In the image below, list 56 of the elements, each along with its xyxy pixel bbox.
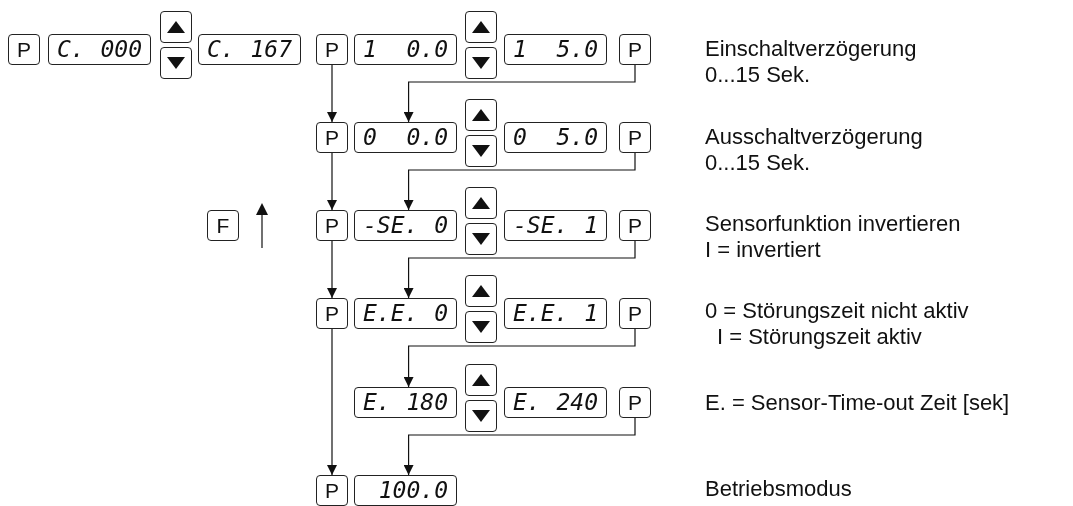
description-text: Betriebsmodus bbox=[705, 476, 852, 502]
display-readout: C. 000 bbox=[48, 34, 151, 65]
description-text: 0 = Störungszeit nicht aktiv bbox=[705, 298, 969, 324]
display-readout: E.E. 1 bbox=[504, 298, 607, 329]
arrow bbox=[403, 328, 636, 388]
up-arrow-key bbox=[465, 99, 497, 131]
arrow bbox=[403, 64, 636, 123]
up-arrow-key bbox=[465, 11, 497, 43]
display-readout: 100.0 bbox=[354, 475, 457, 506]
display-readout: 1 0.0 bbox=[354, 34, 457, 65]
key: P bbox=[316, 298, 348, 329]
down-arrow-key bbox=[465, 135, 497, 167]
description-text: Ausschaltverzögerung bbox=[705, 124, 923, 150]
down-arrow-key bbox=[465, 223, 497, 255]
key: F bbox=[207, 210, 239, 241]
description-text: I = Störungszeit aktiv bbox=[717, 324, 922, 350]
key: P bbox=[316, 475, 348, 506]
description-text: E. = Sensor-Time-out Zeit [sek] bbox=[705, 390, 1010, 416]
down-arrow-key bbox=[465, 311, 497, 343]
display-readout: E.E. 0 bbox=[354, 298, 457, 329]
display-readout: C. 167 bbox=[198, 34, 301, 65]
arrow bbox=[327, 152, 337, 211]
key: P bbox=[316, 34, 348, 65]
key: P bbox=[619, 122, 651, 153]
key: P bbox=[619, 387, 651, 418]
key: P bbox=[316, 210, 348, 241]
key: P bbox=[619, 298, 651, 329]
key: P bbox=[316, 122, 348, 153]
description-text: Sensorfunktion invertieren bbox=[705, 211, 961, 237]
up-arrow-key bbox=[465, 187, 497, 219]
display-readout: E. 180 bbox=[354, 387, 457, 418]
arrow bbox=[327, 328, 337, 476]
key: P bbox=[619, 34, 651, 65]
down-arrow-key bbox=[465, 400, 497, 432]
display-readout: 0 5.0 bbox=[504, 122, 607, 153]
down-arrow-key bbox=[465, 47, 497, 79]
description-text: 0...15 Sek. bbox=[705, 62, 811, 88]
key: P bbox=[619, 210, 651, 241]
up-arrow-key bbox=[465, 364, 497, 396]
display-readout: -SE. 1 bbox=[504, 210, 607, 241]
display-readout: 1 5.0 bbox=[504, 34, 607, 65]
description-text: 0...15 Sek. bbox=[705, 150, 811, 176]
arrow bbox=[403, 417, 636, 476]
arrow bbox=[327, 240, 337, 299]
up-arrow-key bbox=[160, 11, 192, 43]
display-readout: E. 240 bbox=[504, 387, 607, 418]
key: P bbox=[8, 34, 40, 65]
description-text: I = invertiert bbox=[705, 237, 821, 263]
display-readout: -SE. 0 bbox=[354, 210, 457, 241]
down-arrow-key bbox=[160, 47, 192, 79]
display-readout: 0 0.0 bbox=[354, 122, 457, 153]
description-text: Einschaltverzögerung bbox=[705, 36, 917, 62]
arrow bbox=[403, 240, 636, 299]
arrow bbox=[403, 152, 636, 211]
arrow bbox=[327, 64, 337, 123]
up-arrow-key bbox=[465, 275, 497, 307]
